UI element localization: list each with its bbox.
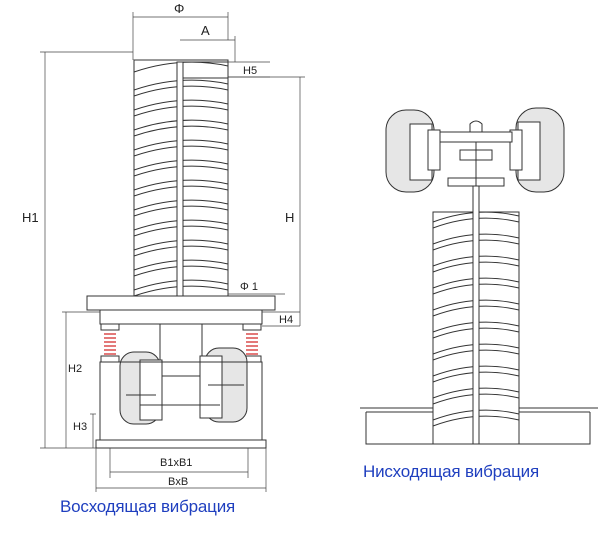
h3-label: H3: [73, 421, 87, 433]
h5-label: H5: [243, 65, 257, 77]
vibration-motor-right: [199, 347, 248, 423]
descending-vibrator-drawing: [360, 107, 598, 445]
drive-stem: [159, 323, 203, 377]
phi1-label: Φ 1: [240, 281, 258, 293]
ascending-vibrator-drawing: Φ A H5 H1 H: [22, 1, 305, 492]
descending-caption: Нисходящая вибрация: [363, 462, 539, 481]
phi-label: Φ: [174, 1, 184, 16]
ascending-caption: Восходящая вибрация: [60, 497, 235, 516]
b1xb1-label: B1xB1: [160, 457, 192, 469]
a-label: A: [201, 23, 210, 38]
bxb-label: BxB: [168, 476, 188, 488]
vibration-motor-left: [119, 351, 163, 425]
h2-label: H2: [68, 363, 82, 375]
central-shaft: [176, 61, 184, 313]
h-label: H: [285, 210, 294, 225]
base-plate-lower: [99, 309, 263, 325]
h4-label: H4: [279, 314, 293, 326]
base-foot: [95, 439, 267, 449]
central-shaft-descending: [472, 185, 480, 445]
springs: [100, 323, 262, 363]
motor-bracket: [439, 131, 513, 143]
h1-label: H1: [22, 210, 39, 225]
vibration-motor-top-left: [385, 109, 441, 193]
base-plate-upper: [86, 295, 276, 311]
vibration-motor-top-right: [509, 107, 565, 193]
